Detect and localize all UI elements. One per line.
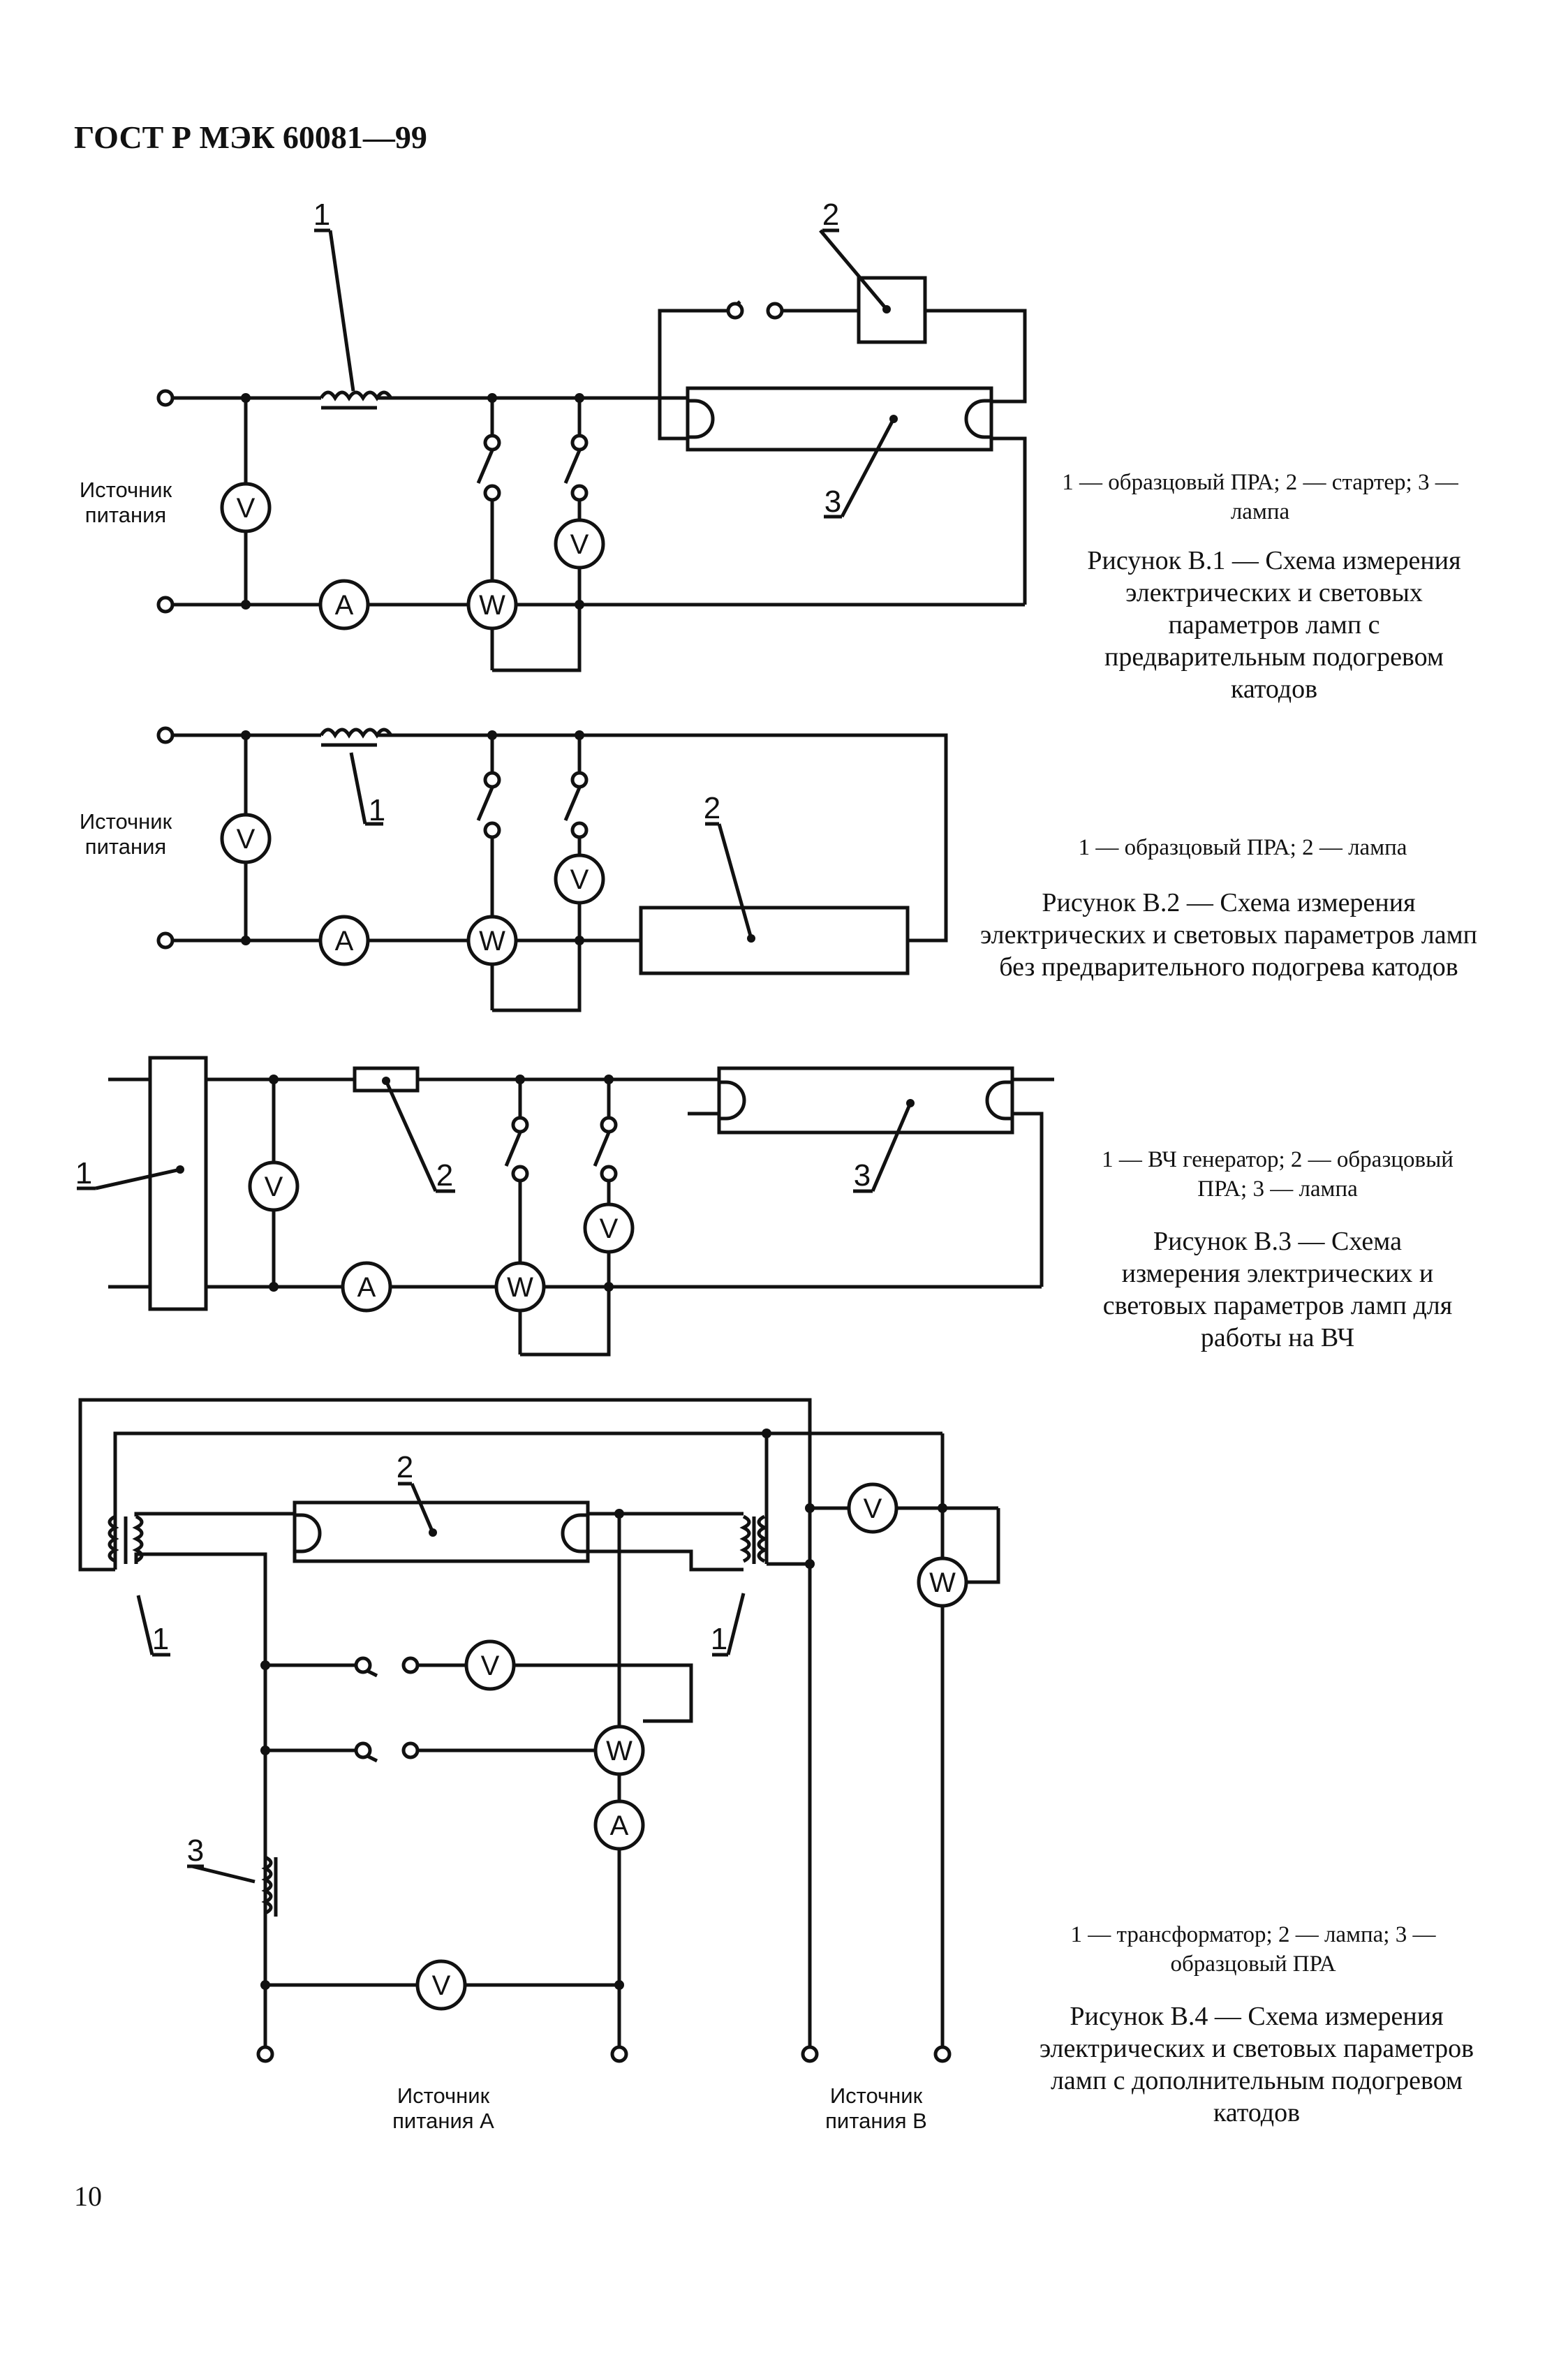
voltmeter-icon: V: [220, 813, 272, 864]
figure-legend: 1 — образцовый ПРА; 2 — лампа: [1078, 835, 1407, 860]
ammeter-icon: A: [318, 579, 370, 630]
svg-text:W: W: [479, 590, 505, 621]
source-a-label: питания А: [392, 2109, 494, 2133]
voltmeter-icon: V: [415, 1959, 467, 2011]
ammeter-icon: A: [318, 915, 370, 966]
wattmeter-icon: W: [917, 1556, 968, 1608]
svg-text:W: W: [606, 1736, 633, 1766]
callout-label: 1: [369, 793, 385, 827]
callout-label: 2: [397, 1450, 413, 1484]
svg-text:A: A: [610, 1810, 629, 1841]
callout-label: 3: [824, 485, 841, 519]
source-label: Источник: [80, 809, 172, 834]
svg-text:A: A: [357, 1272, 376, 1303]
voltmeter-icon: V: [554, 853, 605, 905]
ammeter-icon: A: [341, 1261, 392, 1313]
svg-text:V: V: [237, 493, 256, 524]
callout-label: 1: [152, 1622, 169, 1656]
voltmeter-icon: V: [847, 1482, 898, 1534]
figure-legend: 1 — образцовый ПРА; 2 — стартер; 3 — лам…: [1062, 470, 1458, 524]
svg-text:V: V: [864, 1493, 882, 1524]
svg-text:A: A: [335, 926, 354, 957]
svg-text:V: V: [237, 824, 256, 855]
source-a-label: Источник: [397, 2083, 490, 2108]
callout-label: 3: [187, 1833, 204, 1868]
figure-caption: Рисунок В.4 — Схема измерения электричес…: [1039, 2002, 1474, 2127]
callout-label: 3: [854, 1158, 871, 1193]
svg-text:W: W: [479, 926, 505, 957]
source-label: питания: [85, 834, 166, 859]
svg-text:V: V: [570, 529, 589, 560]
document-header: ГОСТ Р МЭК 60081—99: [74, 119, 427, 155]
voltmeter-icon: V: [248, 1160, 299, 1212]
figure-legend: 1 — ВЧ генератор; 2 — образцовый ПРА; 3 …: [1102, 1147, 1454, 1202]
callout-label: 1: [313, 198, 330, 232]
svg-text:V: V: [600, 1213, 619, 1244]
callout-label: 2: [822, 198, 839, 232]
figure-caption: Рисунок В.1 — Схема измерения электричес…: [1087, 546, 1461, 704]
wattmeter-icon: W: [466, 579, 518, 630]
terminal: [156, 389, 175, 407]
terminal: [156, 596, 175, 614]
svg-text:W: W: [507, 1272, 533, 1303]
callout-label: 2: [704, 791, 720, 825]
source-label: питания: [85, 503, 166, 527]
voltmeter-icon: V: [220, 482, 272, 533]
voltmeter-icon: V: [583, 1202, 635, 1254]
svg-text:V: V: [265, 1172, 283, 1202]
figure-caption: Рисунок В.3 — Схема измерения электричес…: [1102, 1227, 1453, 1352]
svg-text:V: V: [481, 1651, 500, 1681]
figure-caption: Рисунок В.2 — Схема измерения электричес…: [980, 888, 1477, 982]
svg-text:V: V: [570, 864, 589, 895]
wattmeter-icon: W: [593, 1725, 645, 1776]
callout-label: 1: [75, 1156, 92, 1190]
voltmeter-icon: V: [554, 518, 605, 570]
wattmeter-icon: W: [466, 915, 518, 966]
svg-text:V: V: [432, 1970, 451, 2001]
svg-text:A: A: [335, 590, 354, 621]
wattmeter-icon: W: [494, 1261, 546, 1313]
callout-label: 1: [711, 1622, 727, 1656]
figure-legend: 1 — трансформатор; 2 — лампа; 3 — образц…: [1070, 1922, 1436, 1977]
source-b-label: Источник: [830, 2083, 923, 2108]
callout-label: 2: [436, 1158, 453, 1193]
source-b-label: питания В: [825, 2109, 927, 2133]
voltmeter-icon: V: [464, 1639, 516, 1691]
svg-text:W: W: [929, 1567, 956, 1598]
page-number: 10: [74, 2180, 102, 2212]
ammeter-icon: A: [593, 1799, 645, 1851]
source-label: Источник: [80, 478, 172, 502]
